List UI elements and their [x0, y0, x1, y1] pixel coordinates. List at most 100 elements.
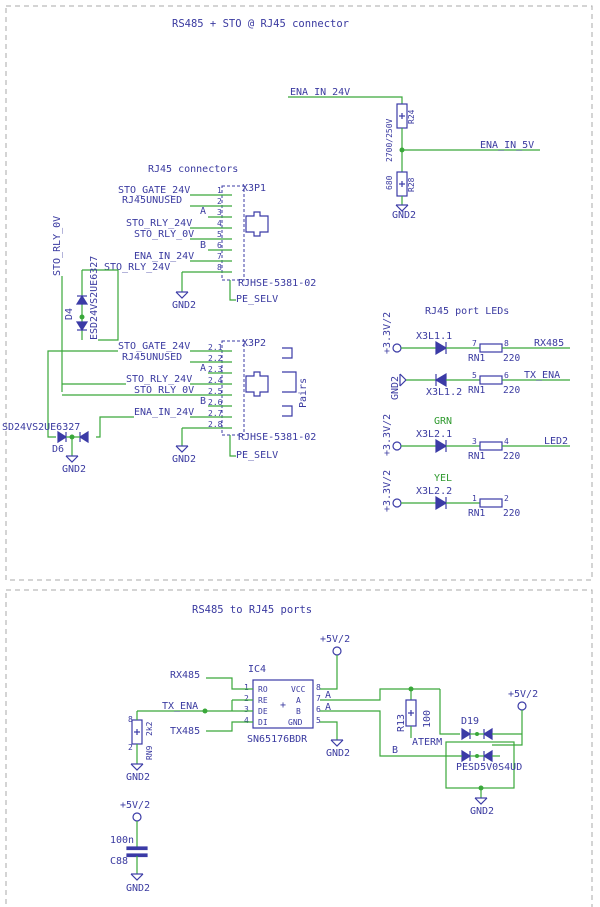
led4-value: 220 [503, 508, 520, 519]
svg-text:8: 8 [316, 683, 321, 692]
net-tx-ena: TX_ENA [162, 701, 198, 712]
x3p2-gnd2: GND2 [172, 454, 196, 465]
net-ena-in-5v: ENA_IN_5V [480, 140, 534, 151]
svg-text:8: 8 [504, 339, 509, 348]
led1-value: 220 [503, 353, 520, 364]
svg-text:5: 5 [217, 230, 222, 239]
x3p2-net-3: A [200, 363, 206, 374]
svg-text:RO: RO [258, 685, 268, 694]
led3-supply: +3.3V/2 [382, 414, 393, 456]
bottom-section-title: RS485 to RJ45 ports [192, 604, 312, 616]
led4-rn: RN1 [468, 508, 485, 519]
svg-text:2.4: 2.4 [208, 376, 223, 385]
x3p1-net-8: STO_RLY_24V [104, 262, 170, 273]
svg-text:RE: RE [258, 696, 268, 705]
ic4-net-a1: A [325, 690, 331, 701]
led3-ref: X3L2.1 [416, 429, 452, 440]
led4-color: YEL [434, 473, 452, 484]
net-tx485: TX485 [170, 726, 200, 737]
d19-supply: +5V/2 [508, 689, 538, 700]
svg-text:4: 4 [217, 219, 222, 228]
x3p1-net-4: STO_RLY_24V [126, 218, 192, 229]
svg-text:4: 4 [504, 437, 509, 446]
rj45-jack-icon-2 [245, 371, 269, 397]
d6-gnd2: GND2 [62, 464, 86, 475]
x3p1-net-1: STO_GATE_24V [118, 185, 190, 196]
aterm-label: ATERM [412, 737, 442, 748]
led1-net: RX485 [534, 338, 564, 349]
top-frame [5, 5, 593, 581]
d19-gnd2: GND2 [470, 806, 494, 817]
svg-text:2: 2 [244, 694, 249, 703]
led1-ref: X3L1.1 [416, 331, 452, 342]
svg-text:7: 7 [316, 694, 321, 703]
svg-text:VCC: VCC [291, 685, 306, 694]
ic4-net-b: B [392, 745, 398, 756]
svg-text:2.2: 2.2 [208, 354, 223, 363]
c88-gnd2: GND2 [126, 883, 150, 894]
led2-value: 220 [503, 385, 520, 396]
ic4-net-a2: A [325, 702, 331, 713]
r24-value: 2700/250V [385, 118, 394, 162]
d4-part: ESD24VS2UE6327 [89, 256, 100, 340]
rj45-connectors-title: RJ45 connectors [148, 164, 238, 175]
led4-ref: X3L2.2 [416, 486, 452, 497]
esd-diode-d4: STO_RLY_0V D4 ESD24VS2UE6327 [52, 216, 119, 392]
x3p2-net-2: RJ45UNUSED [122, 352, 182, 363]
x3p2-part: RJHSE-5381-02 [238, 432, 316, 443]
x3p1-net-5: STO_RLY_0V [134, 229, 194, 240]
ic4-part: SN65176BDR [247, 734, 308, 745]
c88-value: 100n [110, 835, 134, 846]
led2-net: TX_ENA [524, 370, 560, 381]
svg-text:2.7: 2.7 [208, 409, 223, 418]
led4-supply: +3.3V/2 [382, 470, 393, 512]
svg-text:GND: GND [288, 718, 303, 727]
r24-ref: R24 [407, 109, 416, 124]
svg-text:3: 3 [217, 208, 222, 217]
net-rx485: RX485 [170, 670, 200, 681]
rj45-port-leds-title: RJ45 port LEDs [425, 306, 509, 317]
r28-value: 680 [385, 175, 394, 190]
led3-value: 220 [503, 451, 520, 462]
led3-rn: RN1 [468, 451, 485, 462]
port-leds: RJ45 port LEDs +3.3V/2 X3L1.1 7 8 RN1 22… [382, 306, 570, 519]
svg-text:1: 1 [244, 683, 249, 692]
bottom-frame [5, 589, 593, 907]
svg-text:2.1: 2.1 [208, 343, 223, 352]
r13-value: 100 [422, 710, 433, 728]
x3p1-gnd2: GND2 [172, 300, 196, 311]
svg-text:5: 5 [316, 716, 321, 725]
svg-text:2: 2 [128, 743, 133, 752]
svg-text:DE: DE [258, 707, 268, 716]
esd-diode-d6: SD24VS2UE6327 D6 GND2 [2, 422, 89, 475]
led1-rn: RN1 [468, 353, 485, 364]
r13-ref: R13 [396, 714, 407, 732]
svg-text:2: 2 [217, 197, 222, 206]
x3p2-net-7: ENA_IN_24V [134, 407, 194, 418]
x3p1-pe-selv: PE_SELV [236, 294, 278, 305]
svg-text:2.3: 2.3 [208, 365, 223, 374]
x3p1-ref: X3P1 [242, 183, 266, 194]
svg-text:2.5: 2.5 [208, 387, 223, 396]
r28-ref: R28 [407, 177, 416, 192]
net-ena-in-24v: ENA_IN_24V [290, 87, 350, 98]
x3p2-net-5: STO_RLY_0V [134, 385, 194, 396]
svg-text:2.8: 2.8 [208, 420, 223, 429]
resistor-rn9: 2k2 RN9 8 2 GND2 [126, 711, 154, 783]
connector-x3p2: X3P2 STO_GATE_24V RJ45UNUSED A STO_RLY_2… [47, 338, 316, 465]
x3p1-net-6: B [200, 240, 206, 251]
x3p2-pe-selv: PE_SELV [236, 450, 278, 461]
ic4-gnd2: GND2 [326, 748, 350, 759]
svg-text:6: 6 [217, 241, 222, 250]
x3p1-net-7: ENA_IN_24V [134, 251, 194, 262]
led3-net: LED2 [544, 436, 568, 447]
svg-text:2.6: 2.6 [208, 398, 223, 407]
svg-text:1: 1 [472, 494, 477, 503]
x3p2-net-6: B [200, 396, 206, 407]
svg-text:+: + [280, 700, 286, 711]
led2-ref: X3L1.2 [426, 387, 462, 398]
ic4-vcc-supply: +5V/2 [320, 634, 350, 645]
top-section-title: RS485 + STO @ RJ45 connector [172, 18, 349, 30]
svg-text:A: A [296, 696, 301, 705]
d19-part: PESD5V0S4UD [456, 762, 522, 773]
